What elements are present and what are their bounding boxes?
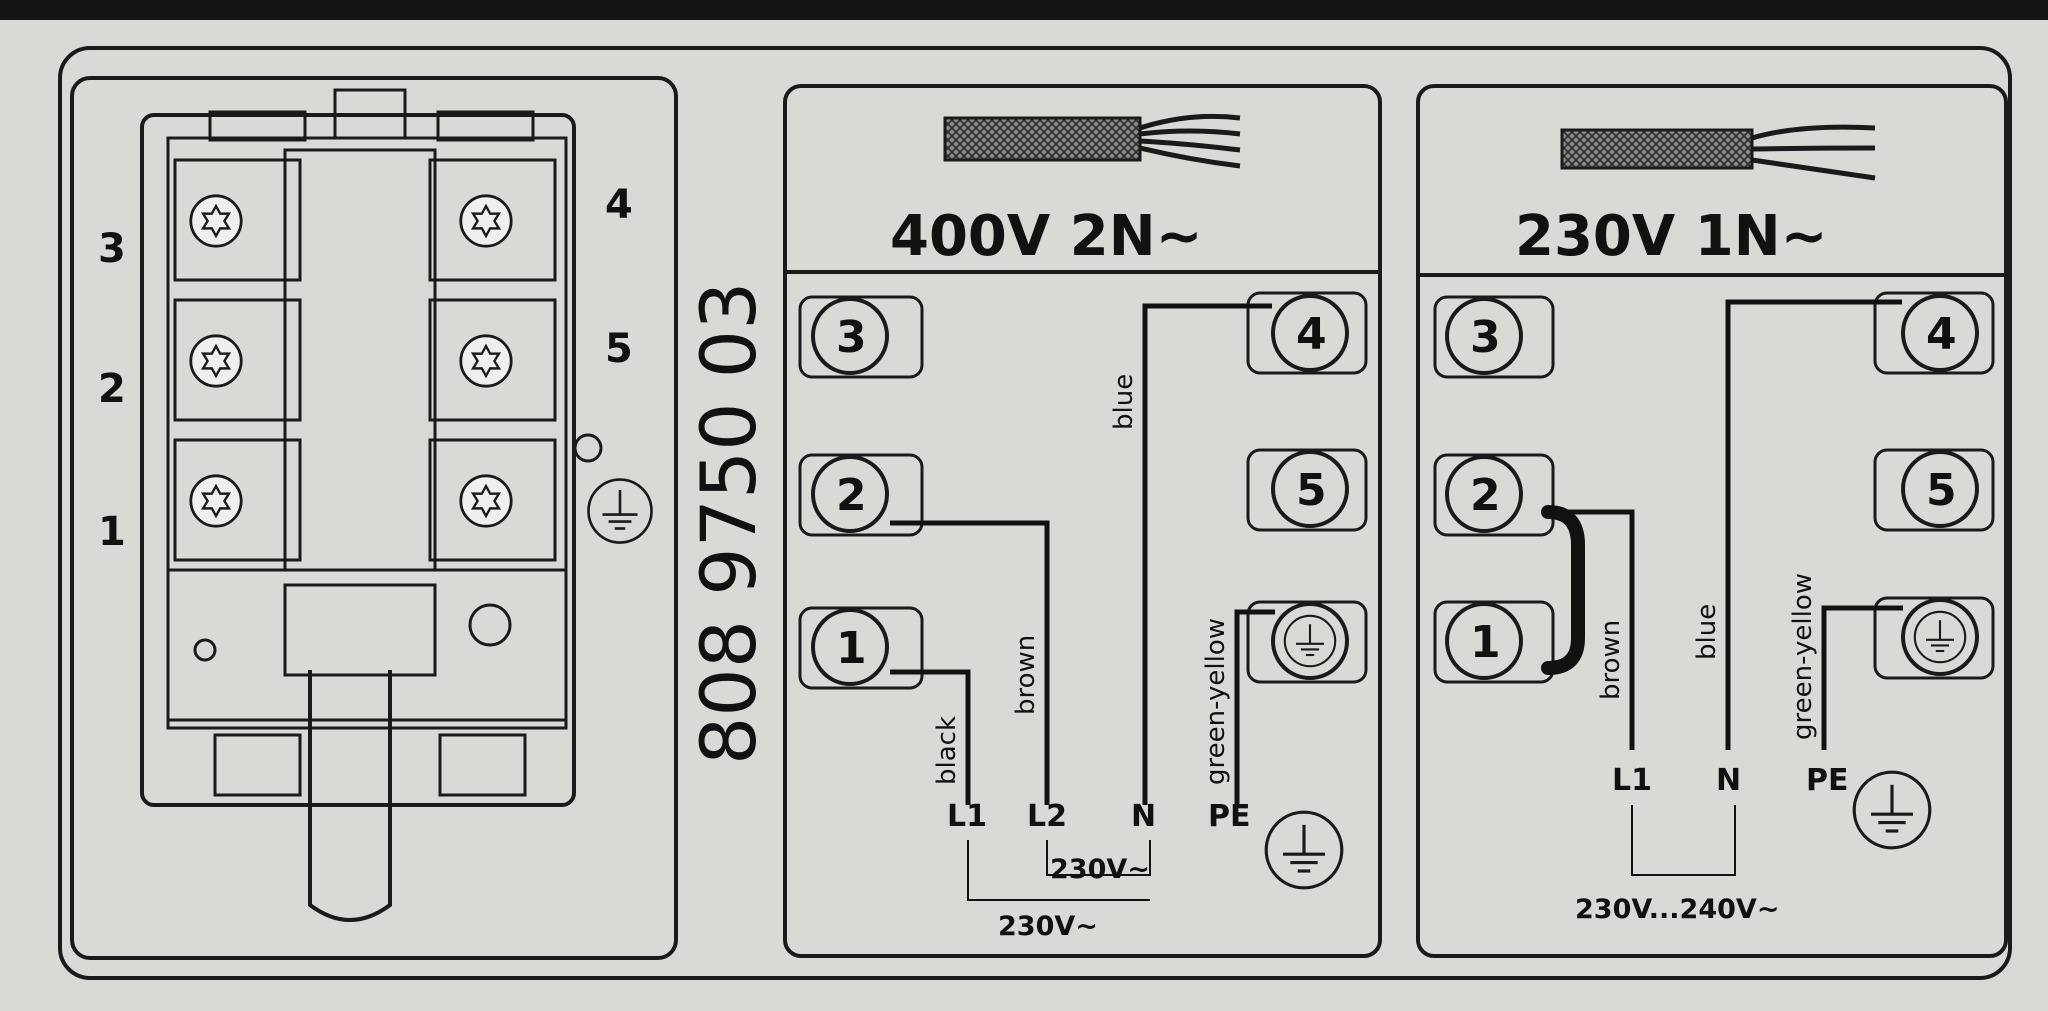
star-screw-icon [189, 334, 243, 388]
star-screw-icon [189, 194, 243, 248]
wire-label-blue: blue [1692, 604, 1722, 660]
terminal-1-400v-label: 1 [836, 623, 867, 674]
star-screw-icon [459, 474, 513, 528]
bridge-1-2 [1541, 505, 1585, 675]
star-screw-icon [459, 334, 513, 388]
star-screw-icon [189, 474, 243, 528]
wire-blue-n [1725, 299, 1902, 750]
star-screw-icon [459, 194, 513, 248]
block-terminal-5: 5 [605, 326, 633, 372]
block-terminal-1: 1 [98, 509, 126, 555]
terminal-5-230v [1873, 448, 1995, 532]
conn-n-230v: N [1716, 763, 1741, 798]
dim-l2-n [1046, 840, 1151, 876]
wire-label-brown: brown [1596, 620, 1626, 700]
panel-400v [783, 84, 1382, 958]
wire-label-black: black [932, 716, 962, 785]
conn-pe-230v: PE [1806, 763, 1848, 798]
panel-230v [1416, 84, 2008, 958]
conn-l2-400v: L2 [1027, 799, 1067, 834]
terminal-1-400v [798, 606, 924, 690]
terminal-4-230v [1873, 291, 1995, 375]
wire-brown-l2 [890, 520, 1050, 805]
terminal-3-400v [798, 295, 924, 379]
terminal-1-230v [1433, 600, 1555, 684]
outer-frame [58, 46, 2012, 980]
terminal-pe-230v [1873, 596, 1995, 680]
top-edge [0, 0, 2048, 20]
terminal-2-400v-label: 2 [836, 470, 867, 521]
terminal-2-230v-label: 2 [1470, 470, 1501, 521]
block-terminal-3: 3 [98, 226, 126, 272]
terminal-2-400v [798, 453, 924, 537]
terminal-5-400v-label: 5 [1296, 465, 1327, 516]
terminal-4-230v-label: 4 [1926, 309, 1957, 360]
terminal-5-230v-label: 5 [1926, 465, 1957, 516]
wire-green-yellow-pe [1821, 605, 1903, 750]
conn-n-400v: N [1131, 799, 1156, 834]
voltage-l2-n-400v: 230V∼ [1050, 854, 1150, 885]
wire-blue-n [1142, 303, 1272, 805]
wire-black-l1 [890, 669, 971, 805]
terminal-4-400v [1246, 291, 1368, 375]
block-terminal-2: 2 [98, 366, 126, 412]
terminal-pe-400v [1246, 600, 1368, 684]
terminal-3-230v [1433, 295, 1555, 379]
voltage-l1-n-230v: 230V...240V∼ [1575, 894, 1779, 925]
header-400v: 400V 2N∼ [890, 204, 1202, 269]
terminal-1-230v-label: 1 [1470, 617, 1501, 668]
wire-label-brown: brown [1011, 635, 1041, 715]
terminal-3-230v-label: 3 [1470, 312, 1501, 363]
wire-label-green-yellow: green-yellow [1788, 573, 1818, 740]
wire-brown-l1 [1556, 509, 1635, 750]
wire-green-yellow-pe [1234, 609, 1275, 805]
wire-label-green-yellow: green-yellow [1201, 618, 1231, 785]
terminal-4-400v-label: 4 [1296, 309, 1327, 360]
product-code: 808 9750 03 [684, 282, 773, 766]
terminal-2-230v [1433, 453, 1555, 537]
conn-pe-400v: PE [1208, 799, 1250, 834]
conn-l1-230v: L1 [1612, 763, 1652, 798]
conn-l1-400v: L1 [947, 799, 987, 834]
header-230v: 230V 1N∼ [1515, 204, 1827, 269]
terminal-block-panel [70, 76, 678, 960]
block-terminal-4: 4 [605, 182, 633, 228]
dim-l1-n [967, 840, 1150, 901]
wire-label-blue: blue [1109, 374, 1139, 430]
supply-cable [308, 670, 392, 922]
cable-icon [1560, 124, 1876, 181]
dim-l1-n-230v [1631, 805, 1736, 876]
cable-icon [943, 113, 1241, 169]
voltage-l1-n-400v: 230V∼ [998, 911, 1098, 942]
terminal-3-400v-label: 3 [836, 312, 867, 363]
terminal-5-400v [1246, 448, 1368, 532]
